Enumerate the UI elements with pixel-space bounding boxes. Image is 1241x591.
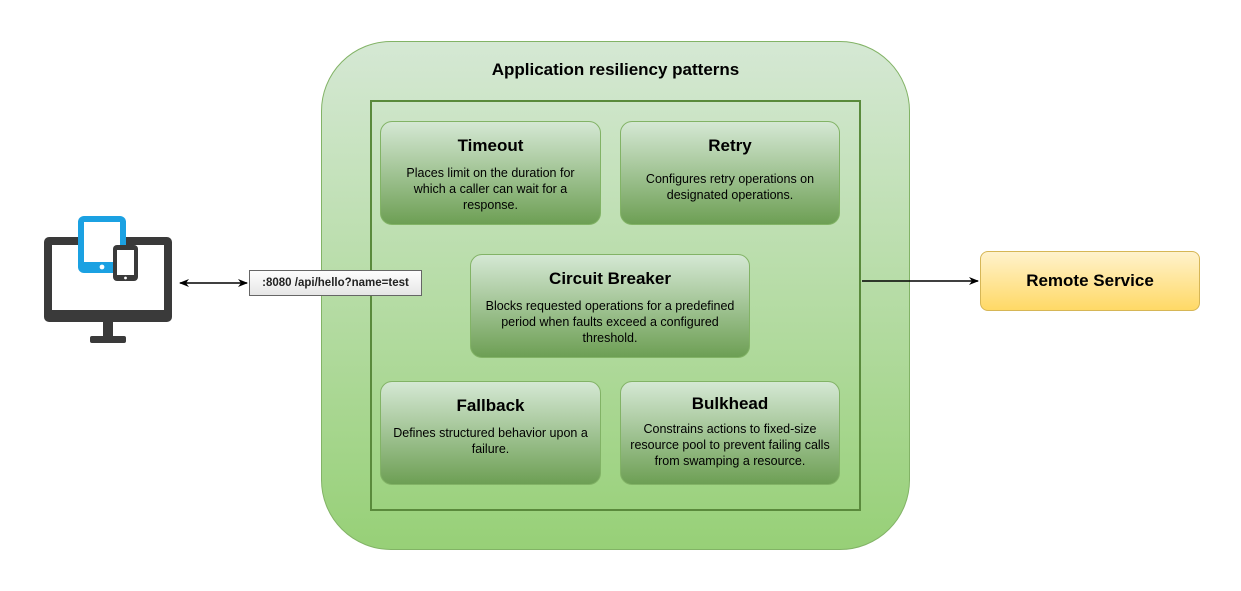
remote-service-box: Remote Service xyxy=(980,251,1200,311)
patterns-frame xyxy=(370,100,861,511)
retry-title: Retry xyxy=(708,136,752,155)
fallback-description: Defines structured behavior upon a failu… xyxy=(393,426,588,456)
circuit-breaker-description: Blocks requested operations for a predef… xyxy=(485,299,735,345)
bulkhead-title: Bulkhead xyxy=(691,394,769,413)
fallback-card: Fallback Defines structured behavior upo… xyxy=(380,381,601,485)
circuit-breaker-title: Circuit Breaker xyxy=(549,269,671,288)
retry-card: Retry Configures retry operations on des… xyxy=(620,121,840,225)
retry-description: Configures retry operations on designate… xyxy=(645,172,815,202)
fallback-title: Fallback xyxy=(456,396,525,415)
timeout-card: Timeout Places limit on the duration for… xyxy=(380,121,601,225)
bulkhead-card: Bulkhead Constrains actions to fixed-siz… xyxy=(620,381,840,485)
bulkhead-description: Constrains actions to fixed-size resourc… xyxy=(630,422,830,468)
container-title: Application resiliency patterns xyxy=(491,60,740,79)
circuit-breaker-card: Circuit Breaker Blocks requested operati… xyxy=(470,254,750,358)
request-url-label: :8080 /api/hello?name=test xyxy=(249,270,422,296)
timeout-description: Places limit on the duration for which a… xyxy=(406,166,575,212)
desktop-tablet-phone-icon xyxy=(44,216,172,343)
timeout-title: Timeout xyxy=(457,136,524,155)
